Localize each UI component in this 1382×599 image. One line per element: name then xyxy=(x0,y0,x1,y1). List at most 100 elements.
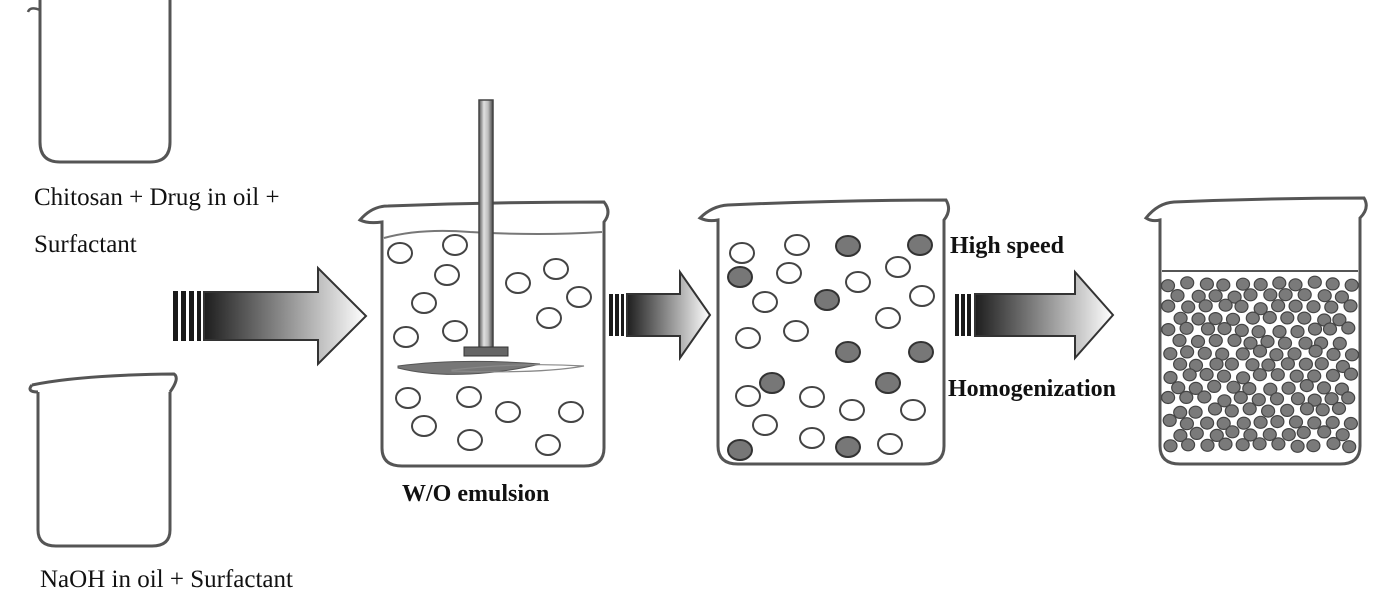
nanoparticle xyxy=(1200,322,1216,336)
nanoparticle xyxy=(1288,415,1304,429)
nanoparticle xyxy=(1198,299,1213,313)
nanoparticle xyxy=(1225,312,1241,326)
nanoparticle xyxy=(1269,392,1285,406)
beaker-naoh xyxy=(28,372,178,548)
nanoparticle xyxy=(1200,438,1215,452)
nanoparticle xyxy=(1227,290,1242,304)
nanoparticle xyxy=(1242,382,1257,396)
stirrer-rod xyxy=(478,99,494,349)
nanoparticle xyxy=(1208,289,1223,303)
beaker-crosslinking xyxy=(697,198,951,466)
nanoparticle xyxy=(1179,390,1194,404)
nanoparticle xyxy=(1216,278,1231,292)
nanoparticle xyxy=(1199,367,1214,382)
nanoparticle xyxy=(1278,288,1293,302)
nanoparticle xyxy=(1235,347,1250,361)
nanoparticle xyxy=(1343,416,1359,431)
label-homogenization: Homogenization xyxy=(948,376,1116,402)
nanoparticle xyxy=(1262,427,1277,442)
nanoparticle xyxy=(1290,392,1306,406)
nanoparticle xyxy=(1288,299,1303,313)
nanoparticle xyxy=(1181,300,1196,314)
nanoparticle xyxy=(1182,368,1197,382)
nanoparticle xyxy=(1260,404,1276,418)
nanoparticle xyxy=(1217,322,1232,336)
nanoparticle xyxy=(1306,300,1321,314)
nanoparticle xyxy=(1307,322,1323,336)
nanoparticle xyxy=(1190,334,1206,349)
nanoparticle xyxy=(1307,393,1322,407)
nanoparticle xyxy=(1188,358,1204,372)
nanoparticle xyxy=(1216,416,1231,430)
nanoparticle xyxy=(1299,402,1315,416)
nanoparticle xyxy=(1208,312,1223,326)
nanoparticle xyxy=(1343,367,1359,381)
nanoparticle xyxy=(1171,381,1186,395)
nanoparticle xyxy=(1160,279,1176,293)
nanoparticle xyxy=(1272,325,1287,339)
nanoparticle xyxy=(1252,344,1268,358)
nanoparticle xyxy=(1280,403,1295,417)
nanoparticle xyxy=(1179,321,1194,335)
nanoparticle xyxy=(1225,425,1240,439)
arrow-1 xyxy=(173,265,368,367)
nanoparticle xyxy=(1342,440,1357,454)
nanoparticle xyxy=(1344,348,1360,362)
nanoparticle xyxy=(1269,348,1284,362)
nanoparticle xyxy=(1280,357,1296,371)
nanoparticle xyxy=(1270,368,1285,382)
nanoparticle xyxy=(1208,333,1223,348)
nanoparticle xyxy=(1218,437,1233,451)
nanoparticle xyxy=(1343,299,1358,313)
nanoparticle xyxy=(1180,276,1195,290)
nanoparticle xyxy=(1316,381,1332,395)
nanoparticle xyxy=(1307,369,1322,383)
nanoparticle xyxy=(1163,370,1178,385)
nanoparticle xyxy=(1191,289,1206,303)
nanoparticle xyxy=(1226,380,1241,394)
nanoparticle xyxy=(1233,390,1248,405)
nanoparticle xyxy=(1262,310,1277,325)
nanoparticle xyxy=(1242,402,1257,416)
nanoparticle xyxy=(1251,393,1266,407)
nanoparticle xyxy=(1170,289,1185,303)
nanoparticle xyxy=(1326,436,1341,451)
nanoparticle xyxy=(1215,347,1230,361)
nanoparticle xyxy=(1235,277,1251,291)
nanoparticle xyxy=(1172,357,1188,371)
nanoparticle xyxy=(1307,275,1322,289)
nanoparticle xyxy=(1234,323,1249,337)
nanoparticle xyxy=(1281,428,1296,442)
nanoparticle xyxy=(1307,416,1322,430)
nanoparticle xyxy=(1326,347,1341,361)
nanoparticle xyxy=(1245,311,1260,325)
nanoparticle xyxy=(1331,401,1347,416)
nanoparticle xyxy=(1216,369,1232,383)
nanoparticle xyxy=(1163,439,1178,453)
nanoparticle xyxy=(1197,346,1212,360)
label-wo-emulsion: W/O emulsion xyxy=(402,481,550,507)
nanoparticle xyxy=(1243,428,1258,442)
nanoparticle xyxy=(1217,394,1232,408)
nanoparticle xyxy=(1162,413,1177,427)
nanoparticle xyxy=(1344,278,1359,292)
nanoparticle xyxy=(1235,438,1250,452)
nanoparticle xyxy=(1271,437,1286,451)
nanoparticle xyxy=(1314,357,1329,371)
arrow-2 xyxy=(609,268,712,362)
nanoparticle xyxy=(1207,379,1222,393)
nanoparticle xyxy=(1332,313,1347,327)
nanoparticle xyxy=(1272,276,1287,290)
nanoparticle xyxy=(1243,288,1258,302)
label-chitosan-line2: Surfactant xyxy=(34,231,137,258)
nanoparticle xyxy=(1199,277,1215,291)
nanoparticle xyxy=(1322,322,1338,336)
nanoparticle xyxy=(1325,415,1340,430)
nanoparticle xyxy=(1335,428,1350,442)
nanoparticle xyxy=(1172,333,1187,347)
nanoparticle xyxy=(1315,403,1330,417)
nanoparticle xyxy=(1173,311,1188,325)
nanoparticle xyxy=(1252,368,1268,382)
nanoparticle xyxy=(1209,428,1224,442)
nanoparticle xyxy=(1207,402,1223,416)
